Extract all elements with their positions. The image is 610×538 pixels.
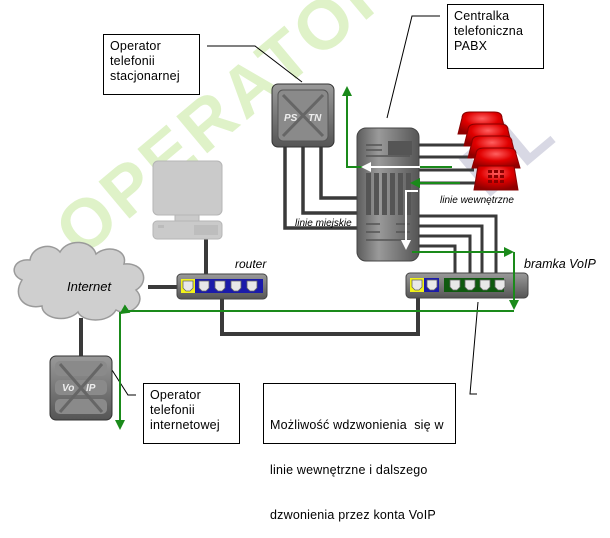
pabx-server-icon <box>356 127 420 262</box>
callout-line: Możliwość wdzwonienia się w <box>270 418 444 432</box>
computer-icon <box>152 160 223 240</box>
callout-centralka-pabx: Centralka telefoniczna PABX <box>447 4 544 69</box>
cables-linie-wewnetrzne <box>418 143 478 185</box>
callout-line: Operator <box>110 39 161 53</box>
callout-line: internetowej <box>150 418 220 432</box>
router-icon <box>176 273 268 300</box>
callout-line: telefonii <box>150 403 195 417</box>
cables-linie-miejskie <box>283 146 360 230</box>
voip-label-right: IP <box>86 383 96 394</box>
voip-operator-icon: Vo IP <box>49 355 113 421</box>
callout-mozliwosc-wdzwonienia: Możliwość wdzwonienia się w linie wewnęt… <box>263 383 456 522</box>
callout-line: telefonii <box>110 54 155 68</box>
leader-lines <box>111 15 479 396</box>
phones-group-icon <box>457 111 521 191</box>
callout-operator-internetowy: Operator telefonii internetowej <box>143 383 240 444</box>
leader-operator-internetowy <box>111 369 136 396</box>
leader-operator-stacjonarny <box>207 45 303 83</box>
callout-line: stacjonarnej <box>110 69 180 83</box>
cables-pabx-bramka <box>418 214 498 285</box>
internet-cloud-icon <box>13 241 145 321</box>
internal-flow-arrows <box>361 162 420 250</box>
pstn-label-right: TN <box>308 113 322 124</box>
leader-centralka <box>386 15 440 119</box>
network-diagram: PS TN <box>13 15 529 430</box>
callout-line: Centralka <box>454 9 510 23</box>
linie-miejskie-label: linie miejskie <box>295 218 352 229</box>
pstn-switch-icon: PS TN <box>271 83 335 148</box>
bramka-voip-label: bramka VoIP <box>524 257 596 271</box>
arrow-gateway-to-voip <box>119 304 514 315</box>
voip-gateway-icon <box>405 272 529 299</box>
callout-line: Operator <box>150 388 201 402</box>
leader-mozliwosc <box>469 301 479 395</box>
linie-wewnetrzne-label: linie wewnętrzne <box>440 195 514 206</box>
arrow-white-internal-in <box>401 190 418 250</box>
callout-line: telefoniczna <box>454 24 524 38</box>
internet-label: Internet <box>67 279 112 294</box>
pstn-label-left: PS <box>284 113 298 124</box>
callout-line: dzwonienia przez konta VoIP <box>270 508 436 522</box>
callout-operator-stacjonarny: Operator telefonii stacjonarnej <box>103 34 200 95</box>
callout-line: PABX <box>454 39 488 53</box>
phone-icon <box>471 147 521 191</box>
voip-label-left: Vo <box>62 383 74 394</box>
router-label: router <box>235 257 267 271</box>
callout-line: linie wewnętrzne i dalszego <box>270 463 428 477</box>
